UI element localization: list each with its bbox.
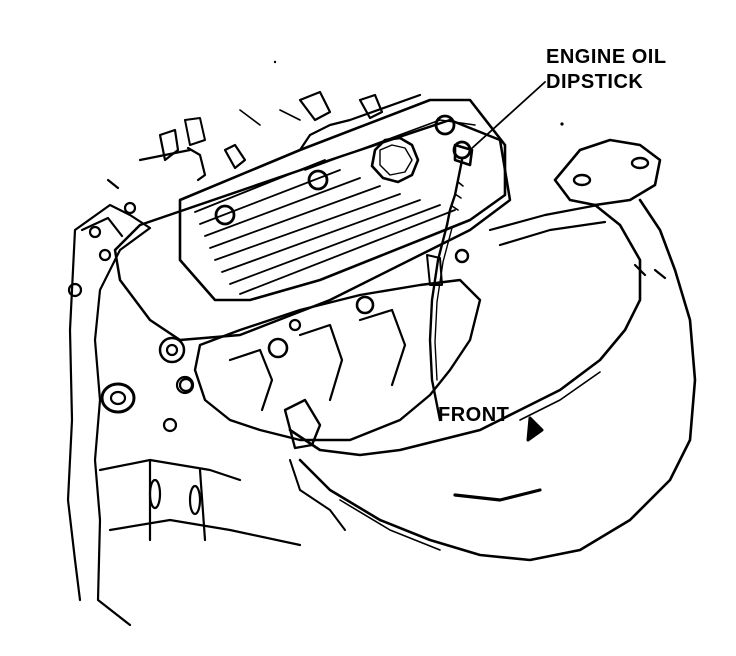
engine-oil-label: ENGINE OIL [546, 46, 667, 68]
oil-dipstick [426, 143, 474, 422]
exhaust-manifold [178, 278, 482, 442]
dipstick-label: DIPSTICK [546, 71, 644, 93]
engine-block [66, 201, 302, 627]
valve-cover [106, 90, 507, 302]
exhaust-crossover-pipe [283, 138, 697, 562]
dipstick-leader-line [469, 81, 546, 151]
front-direction-arrow-icon [526, 416, 544, 442]
front-label: FRONT [438, 404, 510, 426]
